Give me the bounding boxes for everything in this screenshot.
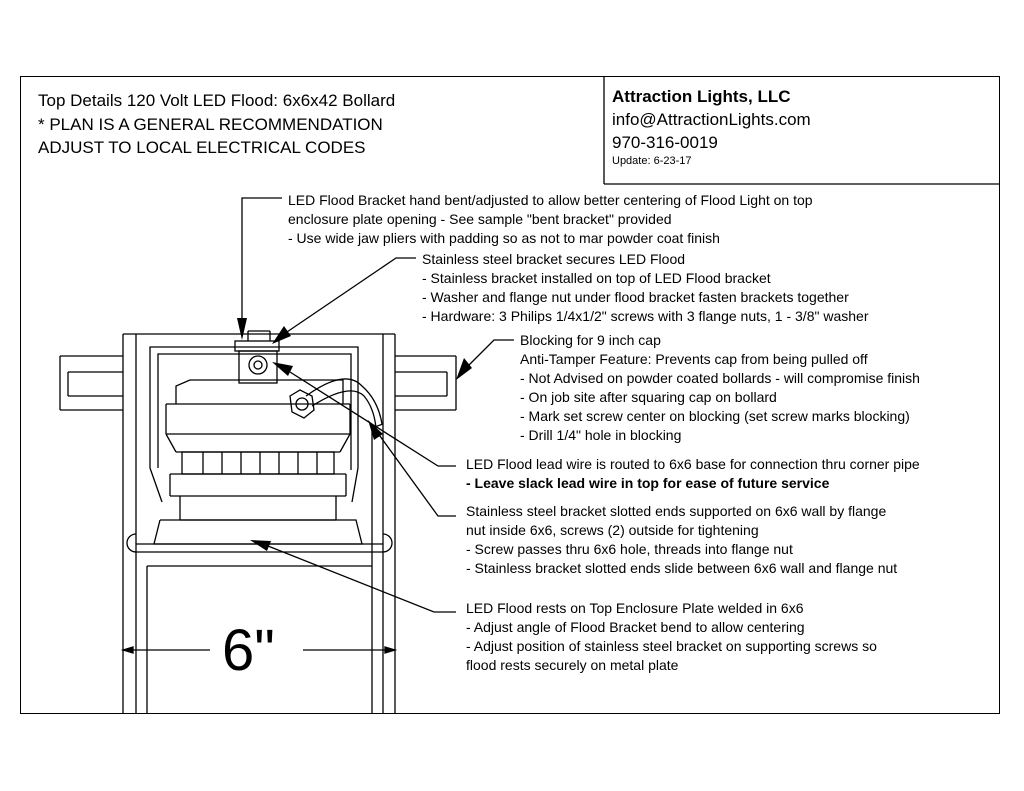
note-rests-line: - Adjust angle of Flood Bracket bend to … <box>466 619 805 635</box>
leader-blocking <box>467 339 514 367</box>
company-phone: 970-316-0019 <box>612 133 718 152</box>
leader-lead-wire <box>289 371 456 467</box>
post-walls <box>135 334 384 714</box>
note-slotted-line: Stainless steel bracket slotted ends sup… <box>466 503 887 519</box>
note-slotted-line: - Screw passes thru 6x6 hole, threads in… <box>466 541 793 557</box>
leader-bracket <box>241 197 282 320</box>
note-blocking-line: Blocking for 9 inch cap <box>520 332 661 348</box>
note-blocking-line: - Drill 1/4" hole in blocking <box>520 427 682 443</box>
note-lead-wire-bold: - Leave slack lead wire in top for ease … <box>466 475 830 491</box>
arrow-lead-wire <box>272 362 293 376</box>
stainless-bracket <box>234 330 280 384</box>
cord-grip <box>289 389 315 419</box>
drawing-border <box>20 76 1000 714</box>
dimension-line <box>120 646 398 654</box>
led-flood-fixture <box>149 379 363 545</box>
note-stainless-line: - Stainless bracket installed on top of … <box>422 270 771 286</box>
company-email: info@AttractionLights.com <box>612 110 811 129</box>
note-bracket-line: - Use wide jaw pliers with padding so as… <box>288 230 720 246</box>
note-bracket-line: LED Flood Bracket hand bent/adjusted to … <box>288 192 813 208</box>
title-line-1: Top Details 120 Volt LED Flood: 6x6x42 B… <box>38 91 396 110</box>
title-line-3: ADJUST TO LOCAL ELECTRICAL CODES <box>38 138 366 157</box>
note-slotted-line: nut inside 6x6, screws (2) outside for t… <box>466 522 759 538</box>
arrow-blocking <box>456 358 472 380</box>
arrow-bracket <box>237 318 247 340</box>
note-stainless-line: - Hardware: 3 Philips 1/4x1/2" screws wi… <box>422 308 869 324</box>
title-line-2: * PLAN IS A GENERAL RECOMMENDATION <box>38 115 383 134</box>
note-bracket-line: enclosure plate opening - See sample "be… <box>288 211 672 227</box>
company-name: Attraction Lights, LLC <box>612 87 791 106</box>
lead-wire <box>305 378 383 425</box>
note-blocking-line: - Not Advised on powder coated bollards … <box>520 370 920 386</box>
update-date: Update: 6-23-17 <box>612 155 692 167</box>
note-stainless-line: - Washer and flange nut under flood brac… <box>422 289 849 305</box>
arrow-rests <box>250 540 271 551</box>
width-dimension-label: 6" <box>222 618 275 683</box>
leader-stainless <box>283 257 416 335</box>
note-blocking-line: Anti-Tamper Feature: Prevents cap from b… <box>520 351 868 367</box>
arrow-slotted <box>368 420 383 440</box>
note-stainless-line: Stainless steel bracket secures LED Floo… <box>422 251 686 267</box>
note-lead-wire-line: LED Flood lead wire is routed to 6x6 bas… <box>466 456 920 472</box>
note-blocking-line: - On job site after squaring cap on boll… <box>520 389 777 405</box>
note-blocking-line: - Mark set screw center on blocking (set… <box>520 408 910 424</box>
lead-wire-inner <box>311 390 377 429</box>
note-rests-line: - Adjust position of stainless steel bra… <box>466 638 877 654</box>
note-rests-line: LED Flood rests on Top Enclosure Plate w… <box>466 600 804 616</box>
arrow-stainless <box>272 326 291 344</box>
leader-slotted <box>376 431 456 517</box>
note-rests-line: flood rests securely on metal plate <box>466 657 679 673</box>
leader-rests <box>267 545 456 613</box>
flood-bracket <box>149 346 359 470</box>
note-slotted-line: - Stainless bracket slotted ends slide b… <box>466 560 898 576</box>
